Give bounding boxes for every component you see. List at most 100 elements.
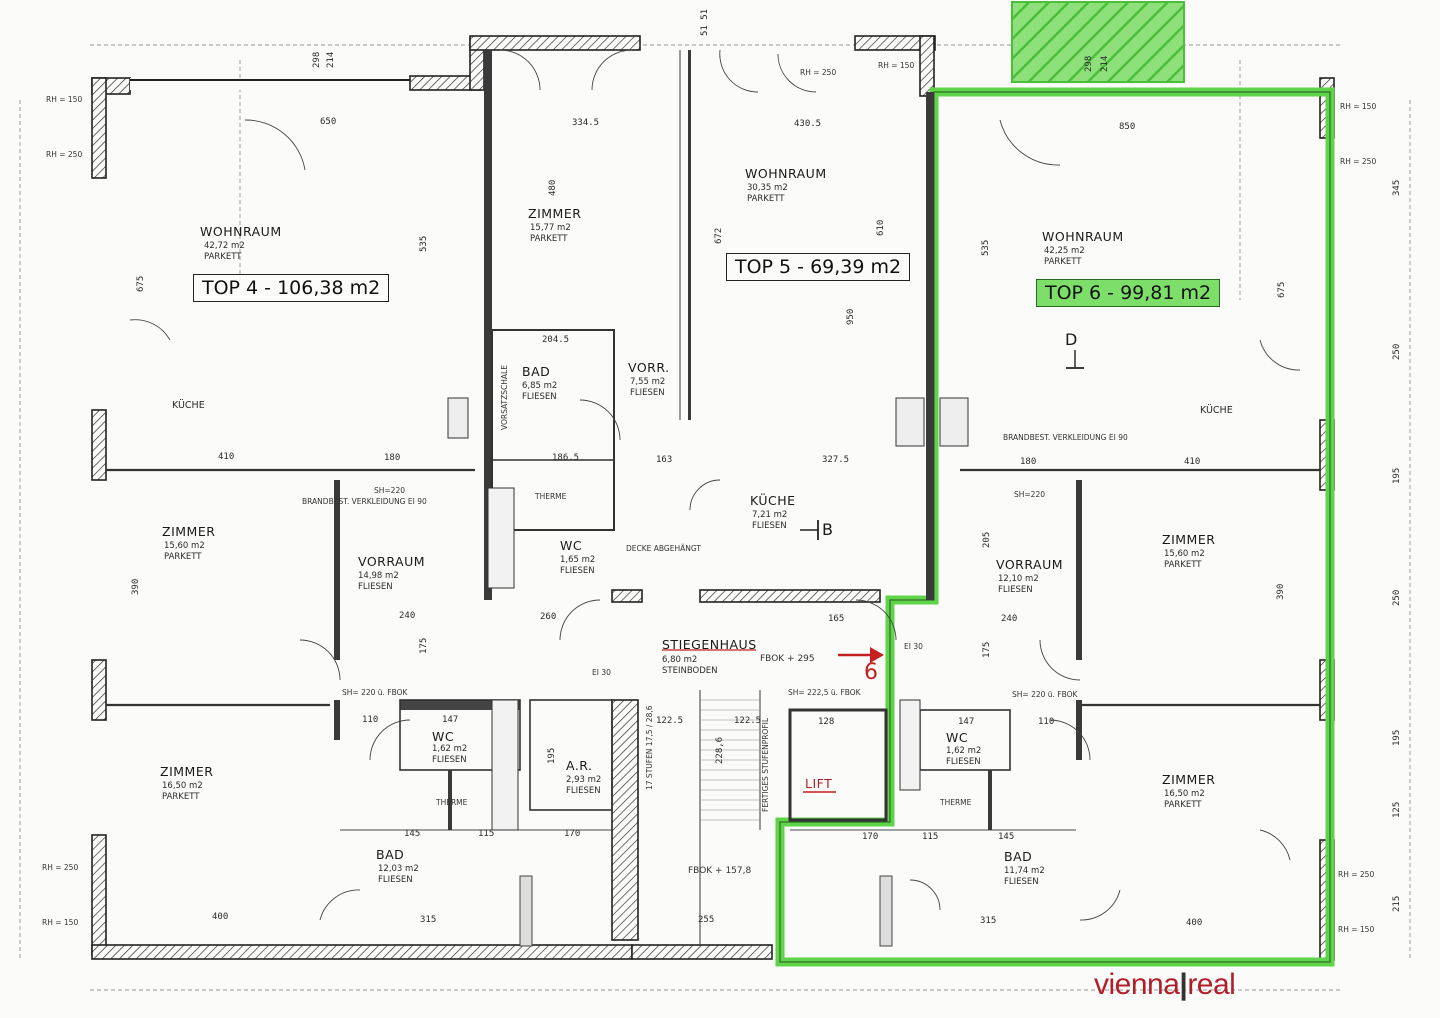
note-stufen: 17 STUFEN 17,5 / 28,6 <box>645 705 654 791</box>
note-sh-fbok-3: SH= 220 ü. FBOK <box>1012 690 1078 699</box>
room-name: KÜCHE <box>750 493 796 508</box>
note-brandbest-right: BRANDBEST. VERKLEIDUNG EI 90 <box>1003 433 1128 442</box>
room-area: 2,93 m2 <box>566 775 602 785</box>
room-area: 7,55 m2 <box>630 377 666 387</box>
room-area: 1,65 m2 <box>560 555 596 565</box>
note-therme-5: THERME <box>535 492 567 501</box>
dimension: 410 <box>218 452 235 462</box>
room-name: VORRAUM <box>358 554 426 569</box>
note-sh220-right: SH=220 <box>1014 490 1045 499</box>
note-sh-fbok-1: SH= 220 ü. FBOK <box>342 688 408 697</box>
dimension: 430.5 <box>794 119 822 129</box>
room-kueche-6: KÜCHE <box>1200 405 1233 416</box>
dimension: 315 <box>980 916 997 926</box>
room-kueche-4: KÜCHE <box>172 400 205 411</box>
room-floor: FLIESEN <box>560 566 595 576</box>
dimension: RH = 250 <box>46 150 83 159</box>
room-name: ZIMMER <box>162 524 216 539</box>
room-floor: PARKETT <box>1164 800 1202 810</box>
room-area: 6,80 m2 <box>662 655 698 665</box>
room-area: 14,98 m2 <box>358 571 399 581</box>
dimension: 480 <box>548 179 558 196</box>
room-area: 1,62 m2 <box>432 744 468 754</box>
dimension: 145 <box>404 829 421 839</box>
dimension: 390 <box>1276 583 1286 600</box>
room-name: BAD <box>1004 849 1033 864</box>
room-name: VORRAUM <box>996 557 1064 572</box>
room-floor: FLIESEN <box>1004 877 1039 887</box>
dimension: 410 <box>1184 457 1201 467</box>
dimension: 180 <box>1020 457 1037 467</box>
room-area: 7,21 m2 <box>752 510 788 520</box>
room-floor: FLIESEN <box>522 392 557 402</box>
marker-b-symbol <box>800 520 819 540</box>
room-area: 15,77 m2 <box>530 223 571 233</box>
room-name: STIEGENHAUS <box>662 637 757 652</box>
dimension: 110 <box>1038 717 1055 727</box>
room-area: 42,72 m2 <box>204 241 245 251</box>
dimension: 240 <box>399 611 416 621</box>
room-name: ZIMMER <box>528 206 582 221</box>
dimension: 110 <box>362 715 379 725</box>
logo-left: vienna <box>1094 968 1180 1001</box>
room-floor: FLIESEN <box>946 757 981 767</box>
dimension: RH = 150 <box>46 95 83 104</box>
dimension: 672 <box>714 227 724 244</box>
room-floor: FLIESEN <box>630 388 665 398</box>
room-name: VORR. <box>628 360 670 375</box>
room-floor: FLIESEN <box>998 585 1033 595</box>
dimension: 125 <box>1392 801 1402 818</box>
room-name: WC <box>432 729 455 744</box>
dimension: 186.5 <box>552 453 580 463</box>
dimension: 675 <box>1277 281 1287 298</box>
dimension: 204.5 <box>542 335 570 345</box>
room-name: WC <box>560 538 583 553</box>
logo-bar: | <box>1179 968 1188 1001</box>
room-floor: FLIESEN <box>358 582 393 592</box>
note-therme-6: THERME <box>940 798 972 807</box>
dimension: 195 <box>547 747 557 764</box>
room-floor: STEINBODEN <box>662 666 718 676</box>
dimension: 610 <box>876 219 886 236</box>
dimension: 165 <box>828 614 845 624</box>
dimension: RH = 250 <box>1340 157 1377 166</box>
note-vorsatzschale: VORSATZSCHALE <box>500 365 509 430</box>
top5-label: TOP 5 - 69,39 m2 <box>726 253 911 281</box>
dimension: RH = 250 <box>1338 870 1375 879</box>
outer-walls <box>91 35 1335 961</box>
room-floor: FLIESEN <box>566 786 601 796</box>
dimension: 51 51 <box>700 8 710 36</box>
room-area: 1,62 m2 <box>946 746 982 756</box>
dimension: RH = 250 <box>42 863 79 872</box>
room-floor: PARKETT <box>164 552 202 562</box>
dimension: 205 <box>982 531 992 548</box>
marker-d-symbol <box>1066 350 1084 369</box>
dimension: RH = 150 <box>1340 102 1377 111</box>
top6-label: TOP 6 - 99,81 m2 <box>1036 279 1221 307</box>
room-area: 12,10 m2 <box>998 574 1039 584</box>
room-name: BAD <box>376 847 405 862</box>
dimension: 115 <box>922 832 939 842</box>
room-floor: PARKETT <box>1164 560 1202 570</box>
note-therme-4: THERME <box>436 798 468 807</box>
room-name: WOHNRAUM <box>200 224 282 239</box>
dimension: 147 <box>442 715 459 725</box>
balcony-highlight <box>1011 1 1185 83</box>
note-ei30-a: EI 30 <box>592 668 611 677</box>
room-area: 11,74 m2 <box>1004 866 1045 876</box>
note-fbok-bottom: FBOK + 157,8 <box>688 866 752 876</box>
dimension: 147 <box>958 717 975 727</box>
dimension: 215 <box>1392 895 1402 912</box>
dimension: 195 <box>1392 729 1402 746</box>
dimension: 170 <box>564 829 581 839</box>
dimension: 535 <box>981 239 991 256</box>
interior-walls <box>106 50 1320 947</box>
top4-label: TOP 4 - 106,38 m2 <box>193 274 390 302</box>
viennareal-logo: vienna|real <box>1094 968 1236 1002</box>
room-name: BAD <box>522 364 551 379</box>
dimension: 334.5 <box>572 118 600 128</box>
dimension: 170 <box>862 832 879 842</box>
dimension: 315 <box>420 915 437 925</box>
